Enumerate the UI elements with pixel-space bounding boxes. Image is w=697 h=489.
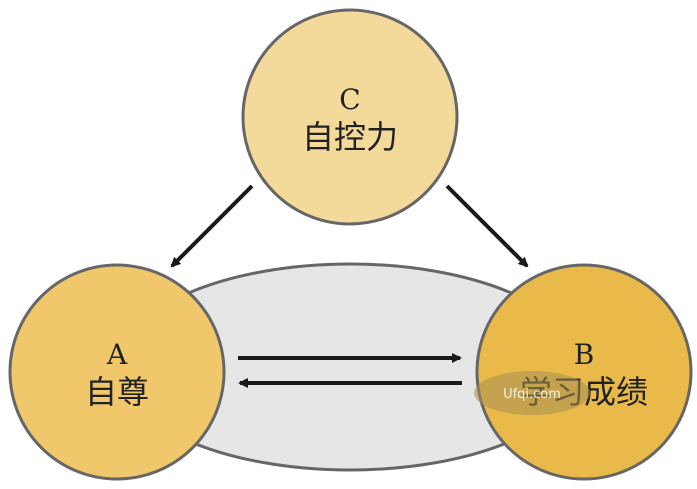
arrow-c-to-a: [170, 184, 254, 268]
node-b-circle: [475, 263, 693, 481]
node-c-circle: [241, 8, 459, 226]
node-a-circle: [8, 263, 226, 481]
node-c-label: 自控力: [302, 118, 398, 156]
node-a-letter: A: [106, 338, 128, 371]
node-b-letter: B: [574, 338, 595, 371]
watermark-text: Ufqi.com: [503, 387, 561, 402]
node-b: B 学习成绩: [475, 263, 693, 481]
watermark-badge: [474, 371, 590, 415]
node-c: C 自控力: [241, 8, 459, 226]
watermark: Ufqi.com: [474, 371, 590, 415]
arrow-c-to-b: [445, 184, 529, 268]
node-c-letter: C: [339, 83, 360, 116]
node-a-label: 自尊: [85, 373, 149, 411]
node-a: A 自尊: [8, 263, 226, 481]
